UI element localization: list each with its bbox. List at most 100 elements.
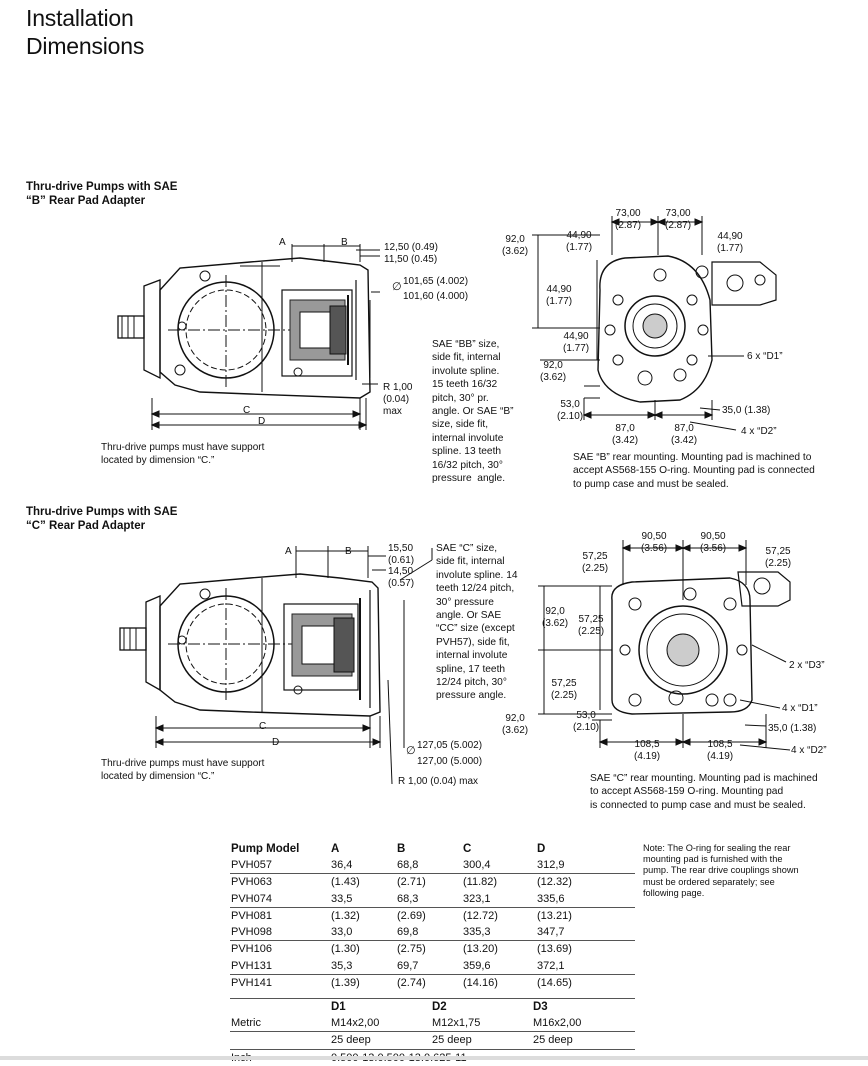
b-rear-4490-ml: 44,90 (1.77) <box>546 284 573 307</box>
table-cell: 372,1 <box>536 957 635 976</box>
b-radius-label: R 1,00 (0.04) max <box>383 382 413 417</box>
thread-cell: 25 deep <box>330 1031 431 1050</box>
o-ring-note: Note: The O-ring for sealing the rear mo… <box>643 843 799 898</box>
c-rear-35: 35,0 (1.38) <box>768 723 817 734</box>
b-diameter-symbol: ∅ <box>392 281 402 293</box>
c-rear-d1-label: 4 x “D1” <box>782 703 818 714</box>
b-rear-87-right: 87,0 (3.42) <box>671 423 698 446</box>
table-header-cell: C <box>463 843 472 855</box>
table-cell: 359,6 <box>462 957 536 976</box>
table-cell: 300,4 <box>462 857 536 875</box>
table-cell: (13.21) <box>537 909 572 922</box>
c-side-view-drawing <box>119 546 433 785</box>
table-cell: (2.75) <box>397 943 426 956</box>
table-cell: (12.72) <box>463 909 498 922</box>
c-diameter-symbol: ∅ <box>406 745 416 757</box>
section-b-heading: Thru-drive Pumps with SAE “B” Rear Pad A… <box>26 180 177 208</box>
table-cell: 33,5 <box>330 890 396 908</box>
c-support-note: Thru-drive pumps must have support locat… <box>101 758 265 782</box>
table-cell: PVH063 <box>231 876 272 889</box>
section-b-heading-line2: “B” Rear Pad Adapter <box>26 195 146 207</box>
thread-cell <box>230 1031 330 1050</box>
c-rear-53: 53,0 (2.10) <box>573 710 600 733</box>
table-cell: PVH106 <box>231 943 272 956</box>
table-row: PVH081(1.32)(2.69)(12.72)(13.21) <box>230 907 635 924</box>
table-cell: 36,4 <box>330 857 396 875</box>
table-cell: 347,7 <box>536 924 635 942</box>
b-rear-view-drawing <box>532 216 777 431</box>
c-dim-a-label: A <box>285 546 292 557</box>
b-rear-4490-ll: 44,90 (1.77) <box>563 331 590 354</box>
table-cell: 69,7 <box>396 957 462 976</box>
section-b-heading-line1: Thru-drive Pumps with SAE <box>26 181 178 193</box>
table-header-cell: Pump Model <box>231 843 300 855</box>
c-rear-view-drawing <box>538 540 791 751</box>
b-rear-73-left: 73,00 (2.87) <box>615 208 642 231</box>
table-cell: PVH098 <box>230 924 330 942</box>
c-rear-9050-left: 90,50 (3.56) <box>641 531 668 554</box>
c-rear-d3-label: 2 x “D3” <box>789 660 825 671</box>
c-rear-5725-tl: 57,25 (2.25) <box>582 551 609 574</box>
b-rear-53: 53,0 (2.10) <box>557 399 584 422</box>
thread-cell: M16x2,00 <box>532 1015 635 1033</box>
table-cell: 312,9 <box>536 857 635 875</box>
thread-header-cell: D1 <box>331 1001 346 1013</box>
section-c-heading-line2: “C” Rear Pad Adapter <box>26 520 146 532</box>
c-rear-5725-tr: 57,25 (2.25) <box>765 546 792 569</box>
table-row: PVH106(1.30)(2.75)(13.20)(13.69) <box>230 941 635 958</box>
b-bolt-dim-1: 12,50 (0.49) <box>384 242 438 253</box>
b-rear-35: 35,0 (1.38) <box>722 405 771 416</box>
table-cell: (12.32) <box>537 876 572 889</box>
table-cell: (2.69) <box>397 909 426 922</box>
table-header-cell: D <box>537 843 546 855</box>
table-cell: (1.39) <box>331 977 360 990</box>
table-cell: 68,8 <box>396 857 462 875</box>
page-title-line2: Dimensions <box>26 33 145 59</box>
section-c-heading: Thru-drive Pumps with SAE “C” Rear Pad A… <box>26 505 177 533</box>
c-rear-d2-label: 4 x “D2” <box>791 745 827 756</box>
page-bottom-divider <box>0 1056 868 1060</box>
table-cell: (2.74) <box>397 977 426 990</box>
thread-cell: 25 deep <box>431 1031 532 1050</box>
thread-table-header: D1 D2 D3 <box>230 999 635 1016</box>
thread-header-cell <box>230 999 330 1016</box>
b-rear-d1-label: 6 x “D1” <box>747 351 783 362</box>
section-c-heading-line1: Thru-drive Pumps with SAE <box>26 506 178 518</box>
table-row: PVH141(1.39)(2.74)(14.16)(14.65) <box>230 975 635 992</box>
thread-cell: M12x1,75 <box>431 1015 532 1033</box>
b-diameter-2: 101,60 (4.000) <box>403 291 469 302</box>
b-rear-92-top: 92,0 (3.62) <box>502 234 529 257</box>
b-rear-d2-label: 4 x “D2” <box>741 426 777 437</box>
table-cell: 33,0 <box>330 924 396 942</box>
table-cell: (13.69) <box>537 943 572 956</box>
c-rear-9050-right: 90,50 (3.56) <box>700 531 727 554</box>
b-rear-73-right: 73,00 (2.87) <box>665 208 692 231</box>
b-side-view-drawing <box>117 244 380 430</box>
thread-header-cell: D2 <box>432 1001 447 1013</box>
thread-cell: 25 deep <box>532 1031 635 1050</box>
table-cell: (2.71) <box>397 876 426 889</box>
b-diameter-1: 101,65 (4.002) <box>403 276 469 287</box>
b-rear-92-mid: 92,0 (3.62) <box>540 360 567 383</box>
c-rear-92-top: 92,0 (3.62) <box>542 606 569 629</box>
table-cell: 335,3 <box>462 924 536 942</box>
table-cell: 68,3 <box>396 890 462 908</box>
c-spline-note: SAE “C” size, side fit, internal involut… <box>436 543 518 702</box>
c-rear-5725-ll: 57,25 (2.25) <box>551 678 578 701</box>
table-cell: PVH057 <box>230 857 330 875</box>
table-cell: PVH131 <box>230 957 330 976</box>
table-cell: 323,1 <box>462 890 536 908</box>
c-dim-d-label: D <box>272 737 280 748</box>
c-radius-label: R 1,00 (0.04) max <box>398 776 479 787</box>
page-title: Installation Dimensions <box>26 4 144 60</box>
c-rear-1085-right: 108,5 (4.19) <box>707 739 734 762</box>
table-cell: 69,8 <box>396 924 462 942</box>
b-support-note: Thru-drive pumps must have support locat… <box>101 442 265 466</box>
